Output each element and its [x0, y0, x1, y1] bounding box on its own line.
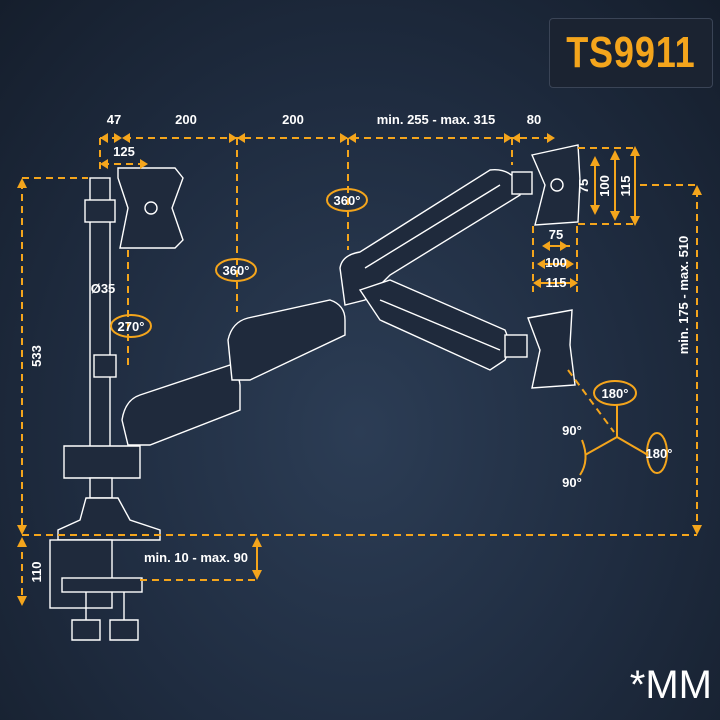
base-collar — [63, 445, 141, 479]
lower-arm-1 — [121, 364, 241, 446]
dim-plate-width: 125 — [113, 144, 135, 159]
dim-vesa-v-115: 115 — [618, 176, 633, 197]
dim-top-3: min. 255 - max. 315 — [377, 112, 496, 127]
dim-top-1: 200 — [175, 112, 197, 127]
right-vesa-plate-bottom — [527, 309, 576, 389]
rotation-arm-joint-1: 360° — [334, 193, 361, 208]
rotation-badges: 360° 360° 270° 180° 180° 90° 90° — [110, 188, 673, 490]
rotation-tilt-down: 90° — [562, 475, 582, 490]
model-title: TS9911 — [566, 28, 696, 77]
dim-height-range: min. 175 - max. 510 — [676, 236, 691, 355]
dimension-labels: 47 200 200 min. 255 - max. 315 80 125 Ø3… — [29, 112, 691, 582]
desk-clamp — [49, 539, 113, 609]
rotation-rotate: 180° — [646, 446, 673, 461]
lower-gas-arm — [358, 279, 510, 371]
dim-pole-height: 533 — [29, 345, 44, 367]
lower-arm-2 — [227, 299, 346, 381]
dim-top-0: 47 — [107, 112, 121, 127]
dim-vesa-v-75: 75 — [576, 179, 591, 193]
left-vesa-plate — [117, 167, 184, 249]
dim-clamp-height: 110 — [29, 562, 44, 583]
dim-vesa-v-100: 100 — [597, 175, 612, 197]
dim-vesa-h-75: 75 — [549, 227, 563, 242]
dimension-lines — [17, 133, 702, 606]
dim-vesa-h-115: 115 — [546, 275, 567, 290]
rotation-tilt-up: 90° — [562, 423, 582, 438]
rotation-arm-joint-2: 360° — [223, 263, 250, 278]
dim-vesa-h-100: 100 — [545, 255, 567, 270]
model-title-badge: TS9911 — [549, 18, 713, 88]
dim-pole-diameter: Ø35 — [91, 281, 116, 296]
dim-desk-thickness: min. 10 - max. 90 — [144, 550, 248, 565]
dim-top-2: 200 — [282, 112, 304, 127]
rotation-pole: 270° — [118, 319, 145, 334]
dim-top-4: 80 — [527, 112, 541, 127]
right-vesa-plate-top — [531, 144, 581, 226]
unit-label: *MM — [629, 663, 712, 707]
rotation-swivel: 180° — [602, 386, 629, 401]
monitor-arm-drawing — [49, 144, 581, 641]
